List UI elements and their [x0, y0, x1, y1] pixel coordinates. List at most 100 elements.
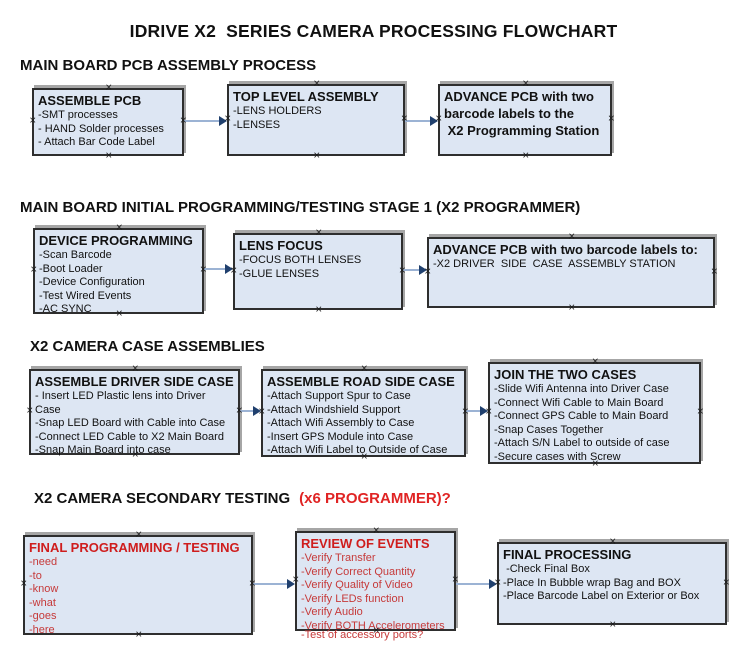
box-items: -Check Final Box-Place In Bubble wrap Ba…: [499, 563, 725, 604]
box-item: - Insert LED Plastic lens into Driver Ca…: [35, 390, 209, 416]
box-item: -FOCUS BOTH LENSES: [239, 254, 362, 266]
box-item: -know: [29, 583, 59, 595]
box-items: - Insert LED Plastic lens into Driver Ca…: [31, 390, 238, 458]
flow-arrow: [184, 115, 227, 127]
box-item-overflow: -Test of accessory ports?: [301, 629, 424, 641]
section-heading-text: X2 CAMERA SECONDARY TESTING: [34, 490, 291, 507]
flow-arrow: [240, 405, 261, 417]
connection-point-icon: ×: [568, 303, 576, 313]
box-item: -LENSES: [233, 118, 281, 131]
arrow-line: [184, 120, 221, 122]
arrow-head-icon: [489, 579, 497, 589]
connection-point-icon: ×: [313, 151, 321, 161]
flow-arrow: [405, 115, 438, 127]
arrow-line: [456, 583, 491, 585]
flow-box-assemble-driver-side-case: ASSEMBLE DRIVER SIDE CASE - Insert LED P…: [26, 365, 243, 460]
box-title: TOP LEVEL ASSEMBLY: [233, 89, 379, 104]
flow-box-advance-pcb-programming-station: ADVANCE PCB with two barcode labels to t…: [435, 80, 615, 161]
section-heading-case-assemblies: X2 CAMERA CASE ASSEMBLIES: [30, 338, 265, 355]
arrow-head-icon: [480, 406, 488, 416]
arrow-head-icon: [219, 116, 227, 126]
box-item: -Verify Correct Quantity: [301, 565, 416, 578]
box-item: -Test Wired Events: [39, 289, 132, 302]
box-items: -FOCUS BOTH LENSES-GLUE LENSES: [235, 254, 401, 281]
box-item: -Attach Wifi Label to Outside of Case: [267, 444, 448, 456]
box-item: -X2 DRIVER SIDE CASE ASSEMBLY STATION: [433, 258, 676, 270]
connection-point-icon: ×: [315, 305, 323, 315]
box-item: -Snap Main Board into case: [35, 444, 171, 456]
box-item: -AC SYNC: [39, 303, 92, 315]
arrow-head-icon: [253, 406, 261, 416]
box-title: LENS FOCUS: [239, 238, 323, 253]
box-items: -LENS HOLDERS-LENSES: [229, 105, 403, 132]
flow-box-assemble-pcb: ASSEMBLE PCB -SMT processes- HAND Solder…: [29, 84, 187, 161]
arrow-head-icon: [225, 264, 233, 274]
flow-box-top-level-assembly: TOP LEVEL ASSEMBLY -LENS HOLDERS-LENSES …: [224, 80, 408, 161]
flow-box-advance-pcb-driver-side-station: ADVANCE PCB with two barcode labels to: …: [424, 233, 718, 313]
box-item: -goes: [29, 610, 57, 622]
box-item: -Slide Wifi Antenna into Driver Case: [494, 383, 669, 395]
arrow-line: [240, 410, 255, 412]
box-items: -SMT processes- HAND Solder processes- A…: [34, 109, 182, 150]
flow-box-final-programming-testing: FINAL PROGRAMMING / TESTING -need-to-kno…: [20, 531, 256, 640]
arrow-head-icon: [419, 265, 427, 275]
box-item: -Verify Audio: [301, 606, 363, 618]
connection-point-icon: ×: [609, 620, 617, 630]
box-title: JOIN THE TWO CASES: [494, 367, 637, 382]
box-item: -SMT processes: [38, 109, 118, 121]
box-title: REVIEW OF EVENTS: [301, 536, 430, 551]
flow-box-final-processing: FINAL PROCESSING -Check Final Box-Place …: [494, 538, 730, 630]
flow-box-device-programming: DEVICE PROGRAMMING -Scan Barcode-Boot Lo…: [30, 224, 207, 319]
flow-arrow: [204, 263, 233, 275]
box-item: -LENS HOLDERS: [233, 105, 322, 117]
arrow-line: [403, 269, 421, 271]
arrow-line: [253, 583, 289, 585]
arrow-line: [466, 410, 482, 412]
box-item: -Scan Barcode: [39, 249, 112, 261]
box-items: -Scan Barcode-Boot Loader-Device Configu…: [35, 249, 202, 317]
box-item: -what: [29, 596, 56, 609]
box-items: -Verify Transfer-Verify Correct Quantity…: [297, 552, 454, 633]
box-item: -Attach S/N Label to outside of case: [494, 437, 670, 449]
box-item: -to: [29, 569, 42, 582]
box-item: -Attach Windshield Support: [267, 403, 401, 416]
arrow-line: [204, 268, 227, 270]
page-title: IDRIVE X2 SERIES CAMERA PROCESSING FLOWC…: [129, 21, 618, 41]
box-item: -Snap LED Board with Cable into Case: [35, 417, 226, 429]
box-title: FINAL PROCESSING: [503, 547, 632, 562]
connection-point-icon: ×: [522, 151, 530, 161]
box-item: -Attach Support Spur to Case: [267, 390, 411, 402]
box-title: ASSEMBLE DRIVER SIDE CASE: [35, 374, 234, 389]
box-title: FINAL PROGRAMMING / TESTING: [29, 540, 240, 555]
box-title: ASSEMBLE ROAD SIDE CASE: [267, 374, 455, 389]
arrow-head-icon: [430, 116, 438, 126]
arrow-head-icon: [287, 579, 295, 589]
section-heading-accent: (x6 PROGRAMMER)?: [299, 490, 451, 507]
box-item: -Connect LED Cable to X2 Main Board: [35, 430, 224, 443]
box-item: -Device Configuration: [39, 276, 145, 288]
box-item: -Verify Quality of Video: [301, 579, 413, 591]
box-items: -Slide Wifi Antenna into Driver Case-Con…: [490, 383, 699, 464]
section-heading-secondary-testing: X2 CAMERA SECONDARY TESTING (x6 PROGRAMME…: [34, 490, 451, 507]
flow-arrow: [253, 578, 295, 590]
flow-box-assemble-road-side-case: ASSEMBLE ROAD SIDE CASE -Attach Support …: [258, 365, 469, 462]
box-item: -Snap Cases Together: [494, 423, 604, 436]
box-item: -Secure cases with Screw: [494, 450, 621, 463]
box-title: ADVANCE PCB with two barcode labels to t…: [444, 89, 600, 138]
box-item: -Verify Transfer: [301, 552, 376, 564]
flow-box-lens-focus: LENS FOCUS -FOCUS BOTH LENSES-GLUE LENSE…: [230, 229, 406, 315]
box-item: -GLUE LENSES: [239, 267, 320, 280]
box-items: -need-to-know-what-goes-here: [25, 556, 251, 637]
box-item: -Connect Wifi Cable to Main Board: [494, 396, 664, 409]
box-item: -Place In Bubble wrap Bag and BOX: [503, 576, 681, 589]
connection-point-icon: ×: [105, 151, 113, 161]
section-heading-pcb-assembly: MAIN BOARD PCB ASSEMBLY PROCESS: [20, 57, 317, 74]
flow-arrow: [456, 578, 497, 590]
box-item: -Place Barcode Label on Exterior or Box: [503, 590, 700, 602]
flow-arrow: [403, 264, 427, 276]
box-title: DEVICE PROGRAMMING: [39, 233, 193, 248]
arrow-line: [405, 120, 432, 122]
box-item: -Verify LEDs function: [301, 592, 404, 605]
flow-box-review-of-events: REVIEW OF EVENTS -Verify Transfer-Verify…: [292, 527, 459, 642]
